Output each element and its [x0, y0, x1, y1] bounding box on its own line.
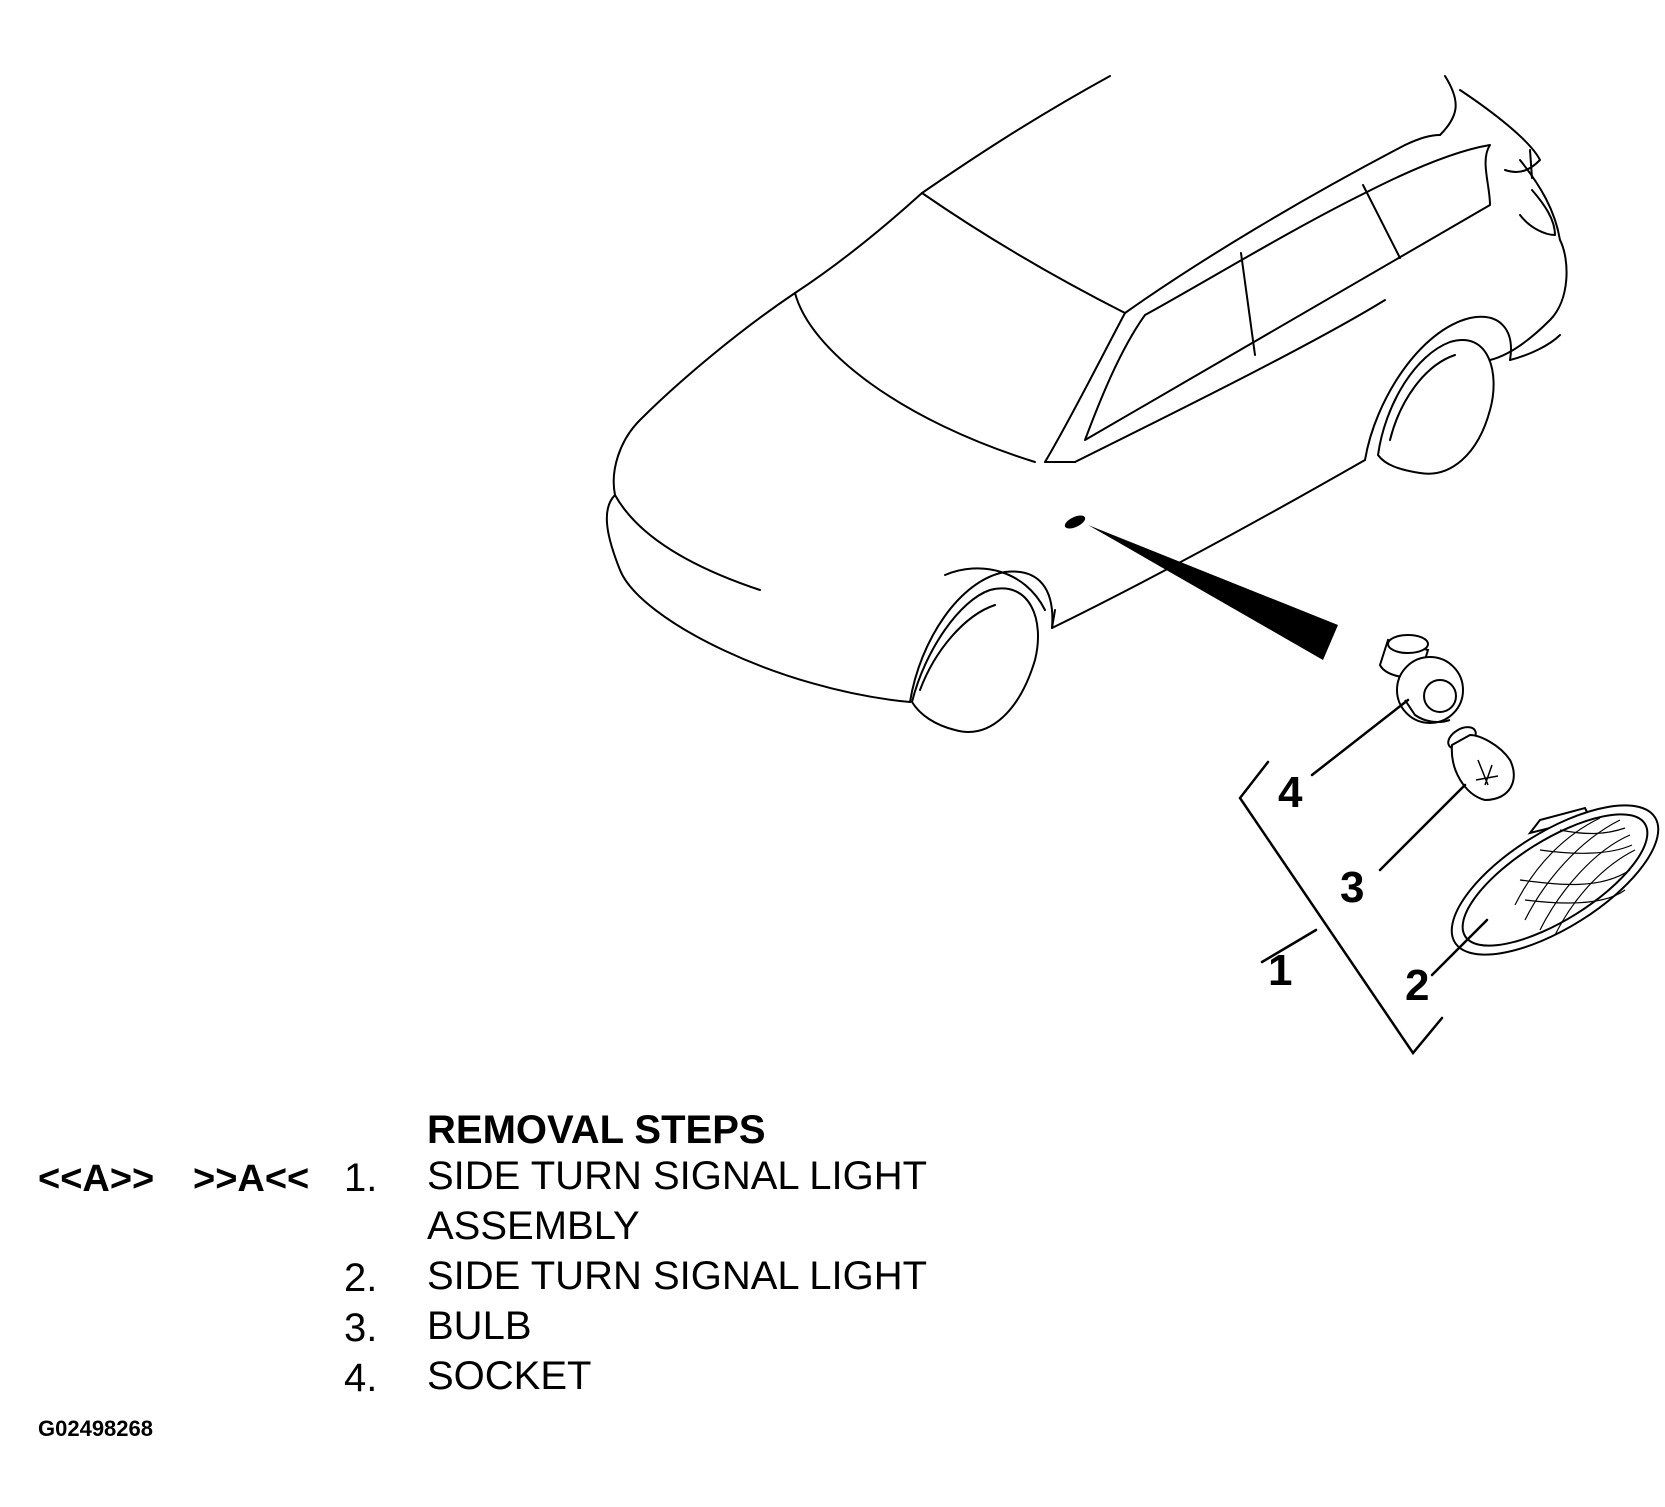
figure-id: G02498268 — [38, 1416, 153, 1441]
leader-4 — [1310, 698, 1410, 777]
light-location-pointer — [1064, 515, 1338, 660]
step-label-continued: ASSEMBLY — [427, 1204, 640, 1248]
vehicle-outline — [605, 75, 1568, 733]
leader-3 — [1378, 783, 1467, 872]
step-number: 1. — [344, 1156, 378, 1200]
removal-code: <<A>> — [38, 1158, 155, 1200]
step-label: SIDE TURN SIGNAL LIGHT — [427, 1154, 928, 1198]
step-label: BULB — [427, 1304, 532, 1348]
step-label: SOCKET — [427, 1354, 592, 1398]
removal-steps-title: REMOVAL STEPS — [427, 1108, 766, 1152]
bracket-assembly — [1238, 760, 1444, 1056]
callout-leaders — [1238, 698, 1489, 1056]
step-label: SIDE TURN SIGNAL LIGHT — [427, 1254, 928, 1298]
callout-3: 3 — [1340, 863, 1364, 912]
callout-2: 2 — [1405, 961, 1429, 1010]
callout-4: 4 — [1278, 768, 1303, 817]
bulb-part — [1447, 726, 1515, 802]
step-number: 2. — [344, 1256, 378, 1300]
step-number: 3. — [344, 1306, 378, 1350]
leader-2 — [1430, 918, 1489, 977]
turn-signal-light-part — [1450, 804, 1660, 956]
installation-code: >>A<< — [193, 1158, 310, 1200]
socket-part — [1378, 634, 1464, 724]
callout-1: 1 — [1268, 946, 1292, 995]
leader-1 — [1260, 928, 1318, 964]
step-number: 4. — [344, 1356, 378, 1400]
